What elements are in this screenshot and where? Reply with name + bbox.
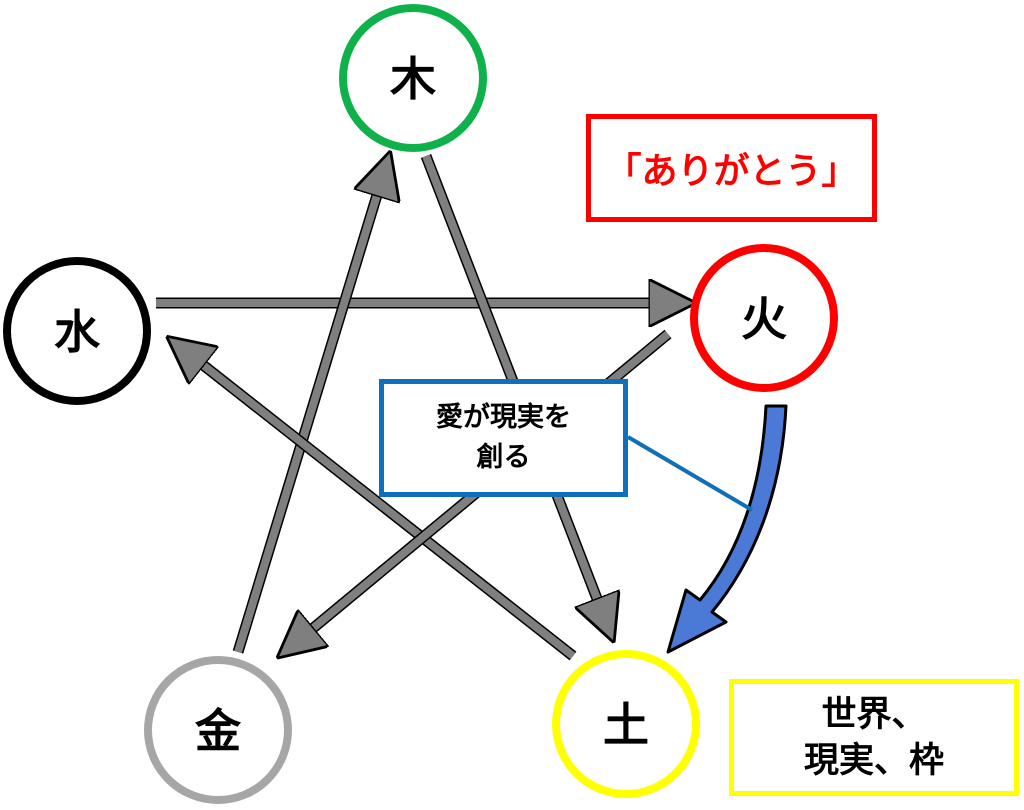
node-fire-label: 火 — [741, 292, 787, 346]
note-world-line2: 現実、枠 — [803, 740, 944, 781]
node-water: 水 — [3, 257, 151, 405]
node-water-circle — [3, 257, 151, 405]
note-love-line1: 愛が現実を — [436, 402, 571, 433]
note-arigatou-text: 「ありがとう」 — [605, 151, 858, 192]
arrow-metal-to-wood-fill — [234, 172, 384, 654]
node-metal-label: 金 — [194, 704, 242, 758]
note-world-reality-frame: 世界、 現実、枠 — [729, 679, 1019, 796]
arrow-fire-to-earth-curved — [666, 404, 788, 654]
node-fire: 火 — [690, 244, 838, 392]
node-earth-label: 土 — [603, 698, 649, 752]
note-love-creates-reality: 愛が現実を 創る — [379, 379, 628, 497]
node-fire-circle — [690, 244, 838, 392]
node-metal: 金 — [144, 656, 292, 804]
node-water-label: 水 — [54, 305, 101, 359]
node-earth: 土 — [552, 650, 700, 798]
love-note-connector — [626, 435, 754, 512]
node-wood-circle — [339, 4, 487, 152]
note-arigatou: 「ありがとう」 — [586, 114, 877, 222]
node-wood: 木 — [339, 4, 487, 152]
note-love-line2: 創る — [476, 442, 531, 473]
note-world-line1: 世界、 — [821, 694, 927, 735]
node-wood-label: 木 — [390, 52, 436, 106]
arrow-earth-to-water-fill — [184, 350, 576, 660]
node-metal-circle — [144, 656, 292, 804]
node-earth-circle — [552, 650, 700, 798]
